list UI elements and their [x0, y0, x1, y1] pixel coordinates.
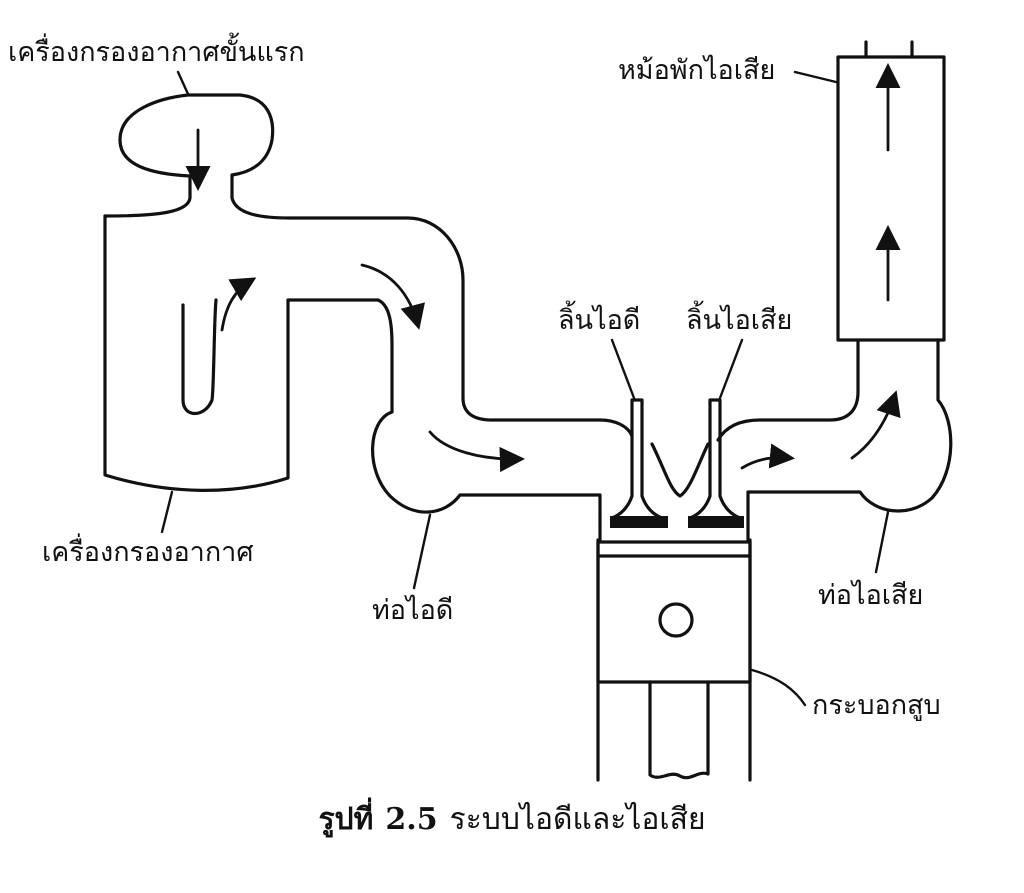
leader-intake-pipe: [412, 513, 432, 590]
caption-prefix: รูปที่: [318, 802, 374, 837]
figure-caption: รูปที่ 2.5 ระบบไอดีและไอเสีย: [0, 800, 1024, 840]
muffler-body: [836, 55, 946, 342]
leader-muffler: [793, 70, 838, 84]
air-filter-body: [103, 214, 380, 492]
flow-arrow-3: [360, 263, 425, 330]
exhaust-valve-head: [688, 516, 744, 528]
chamber-notch: [650, 442, 710, 498]
label-intake-pipe: ท่อไอดี: [372, 595, 454, 626]
leader-cylinder: [750, 668, 807, 707]
flow-arrow-5: [740, 443, 796, 470]
intake-pipe-bottom: [371, 298, 602, 522]
flow-arrow-2: [220, 277, 257, 332]
leader-exhaust-pipe: [874, 510, 890, 574]
exhaust-pipe-bottom: [746, 338, 953, 522]
flow-arrow-4: [428, 430, 526, 473]
caption-number: 2.5: [385, 802, 438, 837]
exhaust-pipe-top: [716, 338, 860, 442]
leader-primary-filter: [176, 70, 190, 96]
filter-baffle: [181, 298, 218, 416]
piston-pin: [658, 602, 694, 638]
exhaust-valve: [688, 398, 742, 520]
piston: [596, 540, 752, 684]
leader-exhaust-valve: [718, 338, 744, 400]
label-exhaust-pipe: ท่อไอเสีย: [818, 580, 924, 611]
label-cylinder: กระบอกสูบ: [812, 690, 941, 721]
caption-title: ระบบไอดีและไอเสีย: [449, 802, 706, 837]
intake-valve: [610, 398, 664, 520]
cylinder-head: [598, 518, 750, 542]
label-muffler: หม้อพักไอเสีย: [618, 55, 776, 86]
leader-air-filter: [160, 490, 174, 534]
intake-valve-head: [610, 516, 668, 528]
cylinder-walls: [596, 538, 752, 782]
flow-arrow-6: [850, 390, 901, 460]
intake-pipe-top: [288, 216, 634, 438]
label-air-filter: เครื่องกรองอากาศ: [42, 537, 254, 568]
label-primary-air-filter: เครื่องกรองอากาศขั้นแรก: [8, 37, 305, 68]
connecting-rod: [648, 680, 710, 780]
primary-air-filter: [103, 93, 292, 220]
leader-intake-valve: [610, 338, 636, 400]
label-intake-valve: ลิ้นไอดี: [558, 305, 641, 336]
label-exhaust-valve: ลิ้นไอเสีย: [686, 305, 793, 336]
